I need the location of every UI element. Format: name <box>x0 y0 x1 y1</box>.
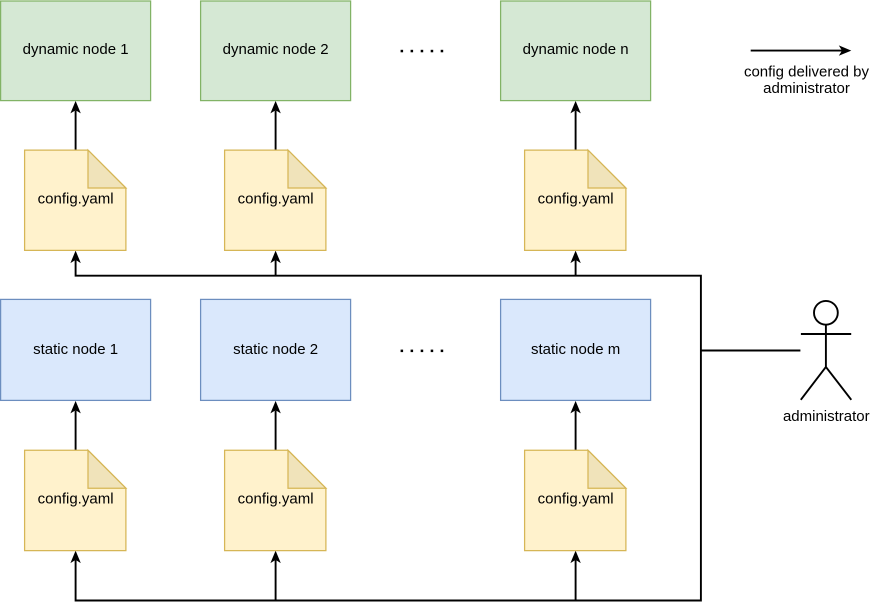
svg-text:dynamic node n: dynamic node n <box>523 41 629 58</box>
svg-text:config.yaml: config.yaml <box>538 191 614 208</box>
svg-text:config.yaml: config.yaml <box>38 191 114 208</box>
svg-text:static node 1: static node 1 <box>33 341 118 358</box>
svg-text:administrator: administrator <box>783 408 870 425</box>
svg-text:dynamic node 1: dynamic node 1 <box>23 41 129 58</box>
svg-text:config.yaml: config.yaml <box>538 491 614 508</box>
svg-text:static node m: static node m <box>531 341 620 358</box>
svg-text:config.yaml: config.yaml <box>38 491 114 508</box>
svg-text:config.yaml: config.yaml <box>238 191 314 208</box>
svg-text:static node 2: static node 2 <box>233 341 318 358</box>
svg-text:config.yaml: config.yaml <box>238 491 314 508</box>
svg-text:administrator: administrator <box>763 80 850 97</box>
svg-text:dynamic node 2: dynamic node 2 <box>223 41 329 58</box>
svg-text:config delivered by: config delivered by <box>744 63 870 80</box>
